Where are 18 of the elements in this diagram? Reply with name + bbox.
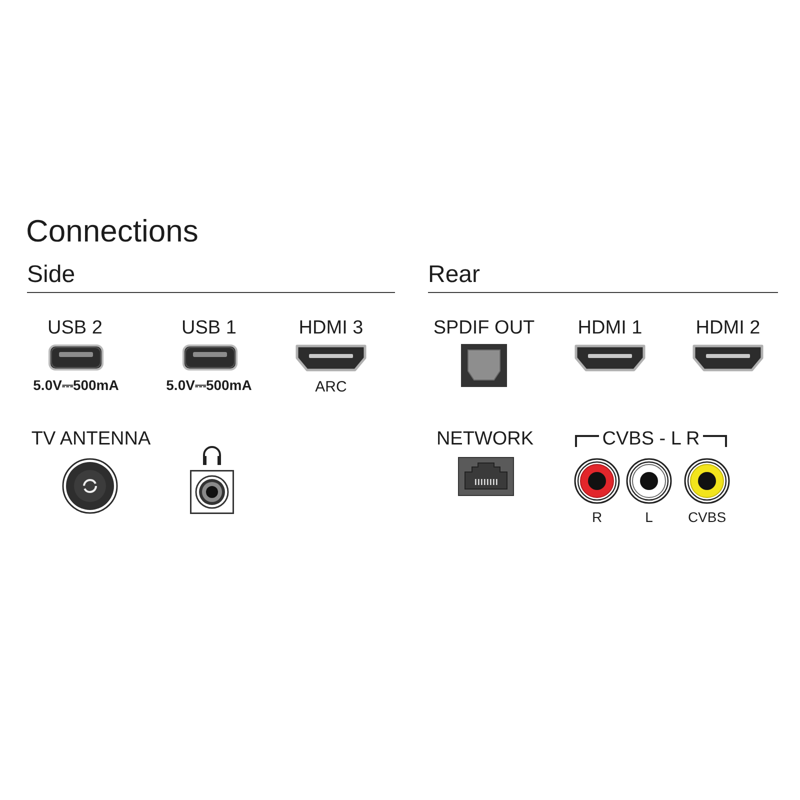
port-label: SPDIF OUT <box>433 318 535 338</box>
port-label: USB 1 <box>182 318 236 338</box>
port-label: HDMI 2 <box>696 318 760 338</box>
page-title: Connections <box>26 216 198 246</box>
port-label: HDMI 3 <box>298 318 364 338</box>
section-heading: Side <box>27 263 76 287</box>
section-heading: Rear <box>428 263 480 287</box>
group-label: CVBS - L R <box>602 430 700 448</box>
port-label: R <box>592 510 602 524</box>
port-label: NETWORK <box>436 430 534 448</box>
port-label: HDMI 1 <box>578 318 642 338</box>
port-label: L <box>645 510 653 524</box>
port-label: TV ANTENNA <box>31 430 151 448</box>
port-label: USB 2 <box>48 318 102 338</box>
port-label: ARC <box>315 380 347 394</box>
port-label: CVBS <box>688 510 726 524</box>
rating-label: 5.0V⎓500mA <box>166 378 252 392</box>
rating-label: 5.0V⎓500mA <box>33 378 119 392</box>
